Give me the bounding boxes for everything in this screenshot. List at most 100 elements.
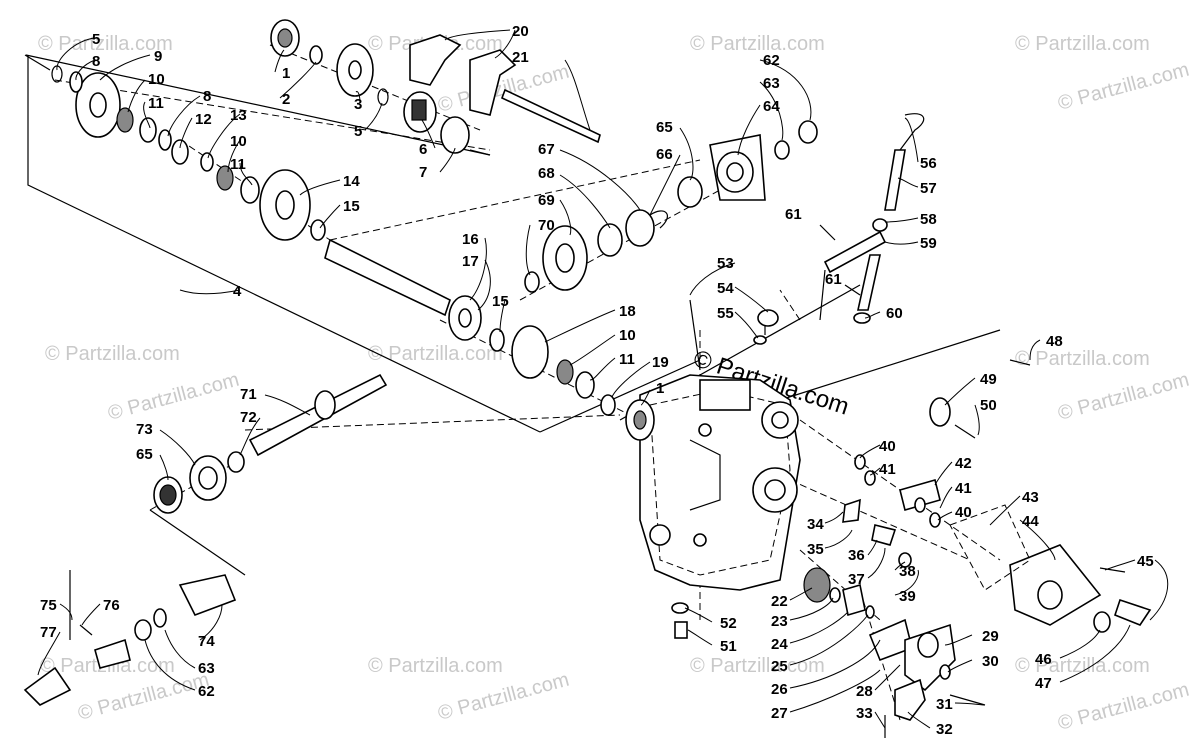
watermark: © Partzilla.com [1015,655,1150,677]
part-label: 65 [656,119,673,136]
part-label: 5 [354,123,362,140]
part-label: 4 [233,283,242,300]
part-label: 41 [879,461,896,478]
part-label: 1 [282,65,290,82]
watermark: © Partzilla.com [1015,33,1150,55]
part-label: 34 [807,516,824,533]
watermark: © Partzilla.com [1015,348,1150,370]
part-label: 48 [1046,333,1063,350]
part-label: 42 [955,455,972,472]
part-label: 50 [980,397,997,414]
watermark: © Partzilla.com [45,343,180,365]
shift-lever-parts [819,113,925,324]
watermark: © Partzilla.com [690,33,825,55]
part-label: 3 [354,96,362,113]
part-label: 10 [619,327,636,344]
part-label: 6 [419,141,427,158]
part-label: 27 [771,705,788,722]
bevel-gear-parts [524,120,818,293]
part-label: 47 [1035,675,1052,692]
part-label: 8 [203,88,211,105]
part-label: 23 [771,613,788,630]
part-label: 60 [886,305,903,322]
part-label: 17 [462,253,479,270]
part-label: 40 [955,504,972,521]
part-label: 59 [920,235,937,252]
part-label: 44 [1022,513,1039,530]
watermark: © Partzilla.com [1056,369,1192,425]
leader-lines [37,29,1169,729]
u-joint-parts [23,574,237,706]
part-label: 14 [343,173,360,190]
part-label: 21 [512,49,529,66]
part-label: 61 [825,271,842,288]
part-label: 56 [920,155,937,172]
part-label: 38 [899,563,916,580]
watermark: © Partzilla.com [38,33,173,55]
part-label: 5 [92,31,100,48]
part-label: 74 [198,633,215,650]
part-label: 57 [920,180,937,197]
part-label: 71 [240,386,257,403]
watermark: © Partzilla.com [690,655,825,677]
part-label: 22 [771,593,788,610]
part-label: 28 [856,683,873,700]
part-label: 76 [103,597,120,614]
part-label: 51 [720,638,737,655]
watermark: © Partzilla.com [368,655,503,677]
part-label: 55 [717,305,734,322]
part-label: 1 [656,380,664,397]
part-labels: 5 8 9 10 11 8 12 13 10 11 14 15 4 1 2 3 … [40,23,1154,738]
part-label: 24 [771,636,788,653]
part-label: 46 [1035,651,1052,668]
part-label: 19 [652,354,669,371]
part-label: 63 [198,660,215,677]
part-label: 75 [40,597,57,614]
watermark-group: © Partzilla.com © Partzilla.com © Partzi… [38,33,1191,735]
part-label: 15 [492,293,509,310]
part-label: 69 [538,192,555,209]
part-label: 11 [619,351,635,368]
part-label: 9 [154,48,162,65]
part-label: 10 [230,133,247,150]
part-label: 65 [136,446,153,463]
transmission-case [639,374,801,591]
main-shaft-parts [51,19,655,441]
part-label: 36 [848,547,865,564]
part-label: 58 [920,211,937,228]
part-label: 68 [538,165,555,182]
part-label: 39 [899,588,916,605]
part-label: 61 [785,206,802,223]
watermark: © Partzilla.com [1056,679,1192,735]
part-label: 15 [343,198,360,215]
part-label: 35 [807,541,824,558]
part-label: 30 [982,653,999,670]
part-label: 63 [763,75,780,92]
part-label: 64 [763,98,780,115]
part-label: 54 [717,280,734,297]
output-shaft-parts [153,373,388,514]
watermark: © Partzilla.com [368,343,503,365]
part-label: 26 [771,681,788,698]
part-label: 49 [980,371,997,388]
part-label: 66 [656,146,673,163]
part-label: 10 [148,71,165,88]
part-label: 2 [282,91,290,108]
part-label: 11 [148,95,164,112]
part-label: 43 [1022,489,1039,506]
part-label: 31 [936,696,953,713]
part-label: 25 [771,658,788,675]
part-label: 32 [936,721,953,738]
shift-fork-parts [409,34,601,144]
part-label: 45 [1137,553,1154,570]
watermark: © Partzilla.com [106,369,242,425]
part-label: 11 [230,156,246,173]
watermark: © Partzilla.com [76,669,212,725]
part-label: 8 [92,53,100,70]
part-label: 29 [982,628,999,645]
part-label: 18 [619,303,636,320]
side-cover-parts [671,299,1152,738]
part-label: 70 [538,217,555,234]
watermark: © Partzilla.com [1056,59,1192,115]
